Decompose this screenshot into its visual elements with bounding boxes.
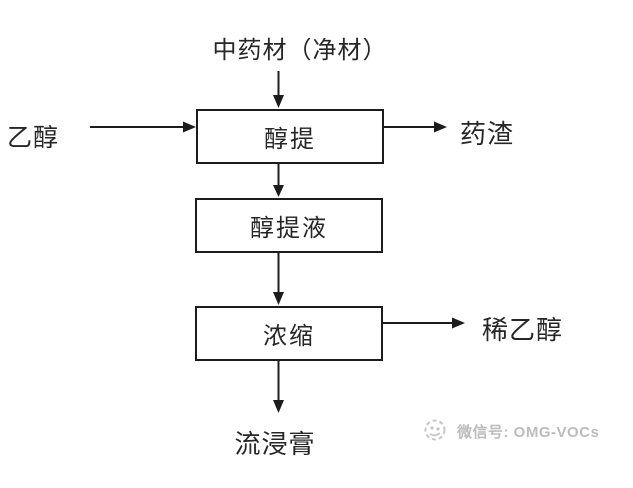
arrow-ethanol-input bbox=[90, 121, 196, 133]
process-box-label: 醇提 bbox=[264, 126, 316, 153]
ethanol-input-label: 乙醇 bbox=[7, 124, 60, 152]
process-box-concentration: 浓缩 bbox=[195, 306, 383, 361]
final-product-label: 流浸膏 bbox=[234, 429, 316, 459]
arrow-to-dilute-ethanol bbox=[383, 317, 465, 329]
arrow-source-to-extraction bbox=[273, 71, 284, 108]
process-box-extract-liquid: 醇提液 bbox=[195, 198, 383, 253]
source-label: 中药材（净材） bbox=[212, 37, 388, 64]
watermark-text: 微信号: OMG-VOCs bbox=[457, 423, 600, 441]
process-box-label: 浓缩 bbox=[263, 323, 315, 350]
watermark: 微信号: OMG-VOCs bbox=[421, 417, 599, 445]
dilute-ethanol-output-label: 稀乙醇 bbox=[482, 315, 564, 345]
arrow-extraction-to-liquid bbox=[273, 164, 284, 197]
wechat-logo-icon bbox=[424, 419, 446, 441]
arrow-liquid-to-concentration bbox=[273, 253, 284, 305]
process-box-label: 醇提液 bbox=[250, 215, 328, 242]
residue-output-label: 药渣 bbox=[460, 119, 515, 149]
arrow-concentration-to-final bbox=[273, 361, 284, 413]
process-box-alcohol-extraction: 醇提 bbox=[196, 109, 384, 164]
arrow-to-residue bbox=[384, 121, 447, 133]
